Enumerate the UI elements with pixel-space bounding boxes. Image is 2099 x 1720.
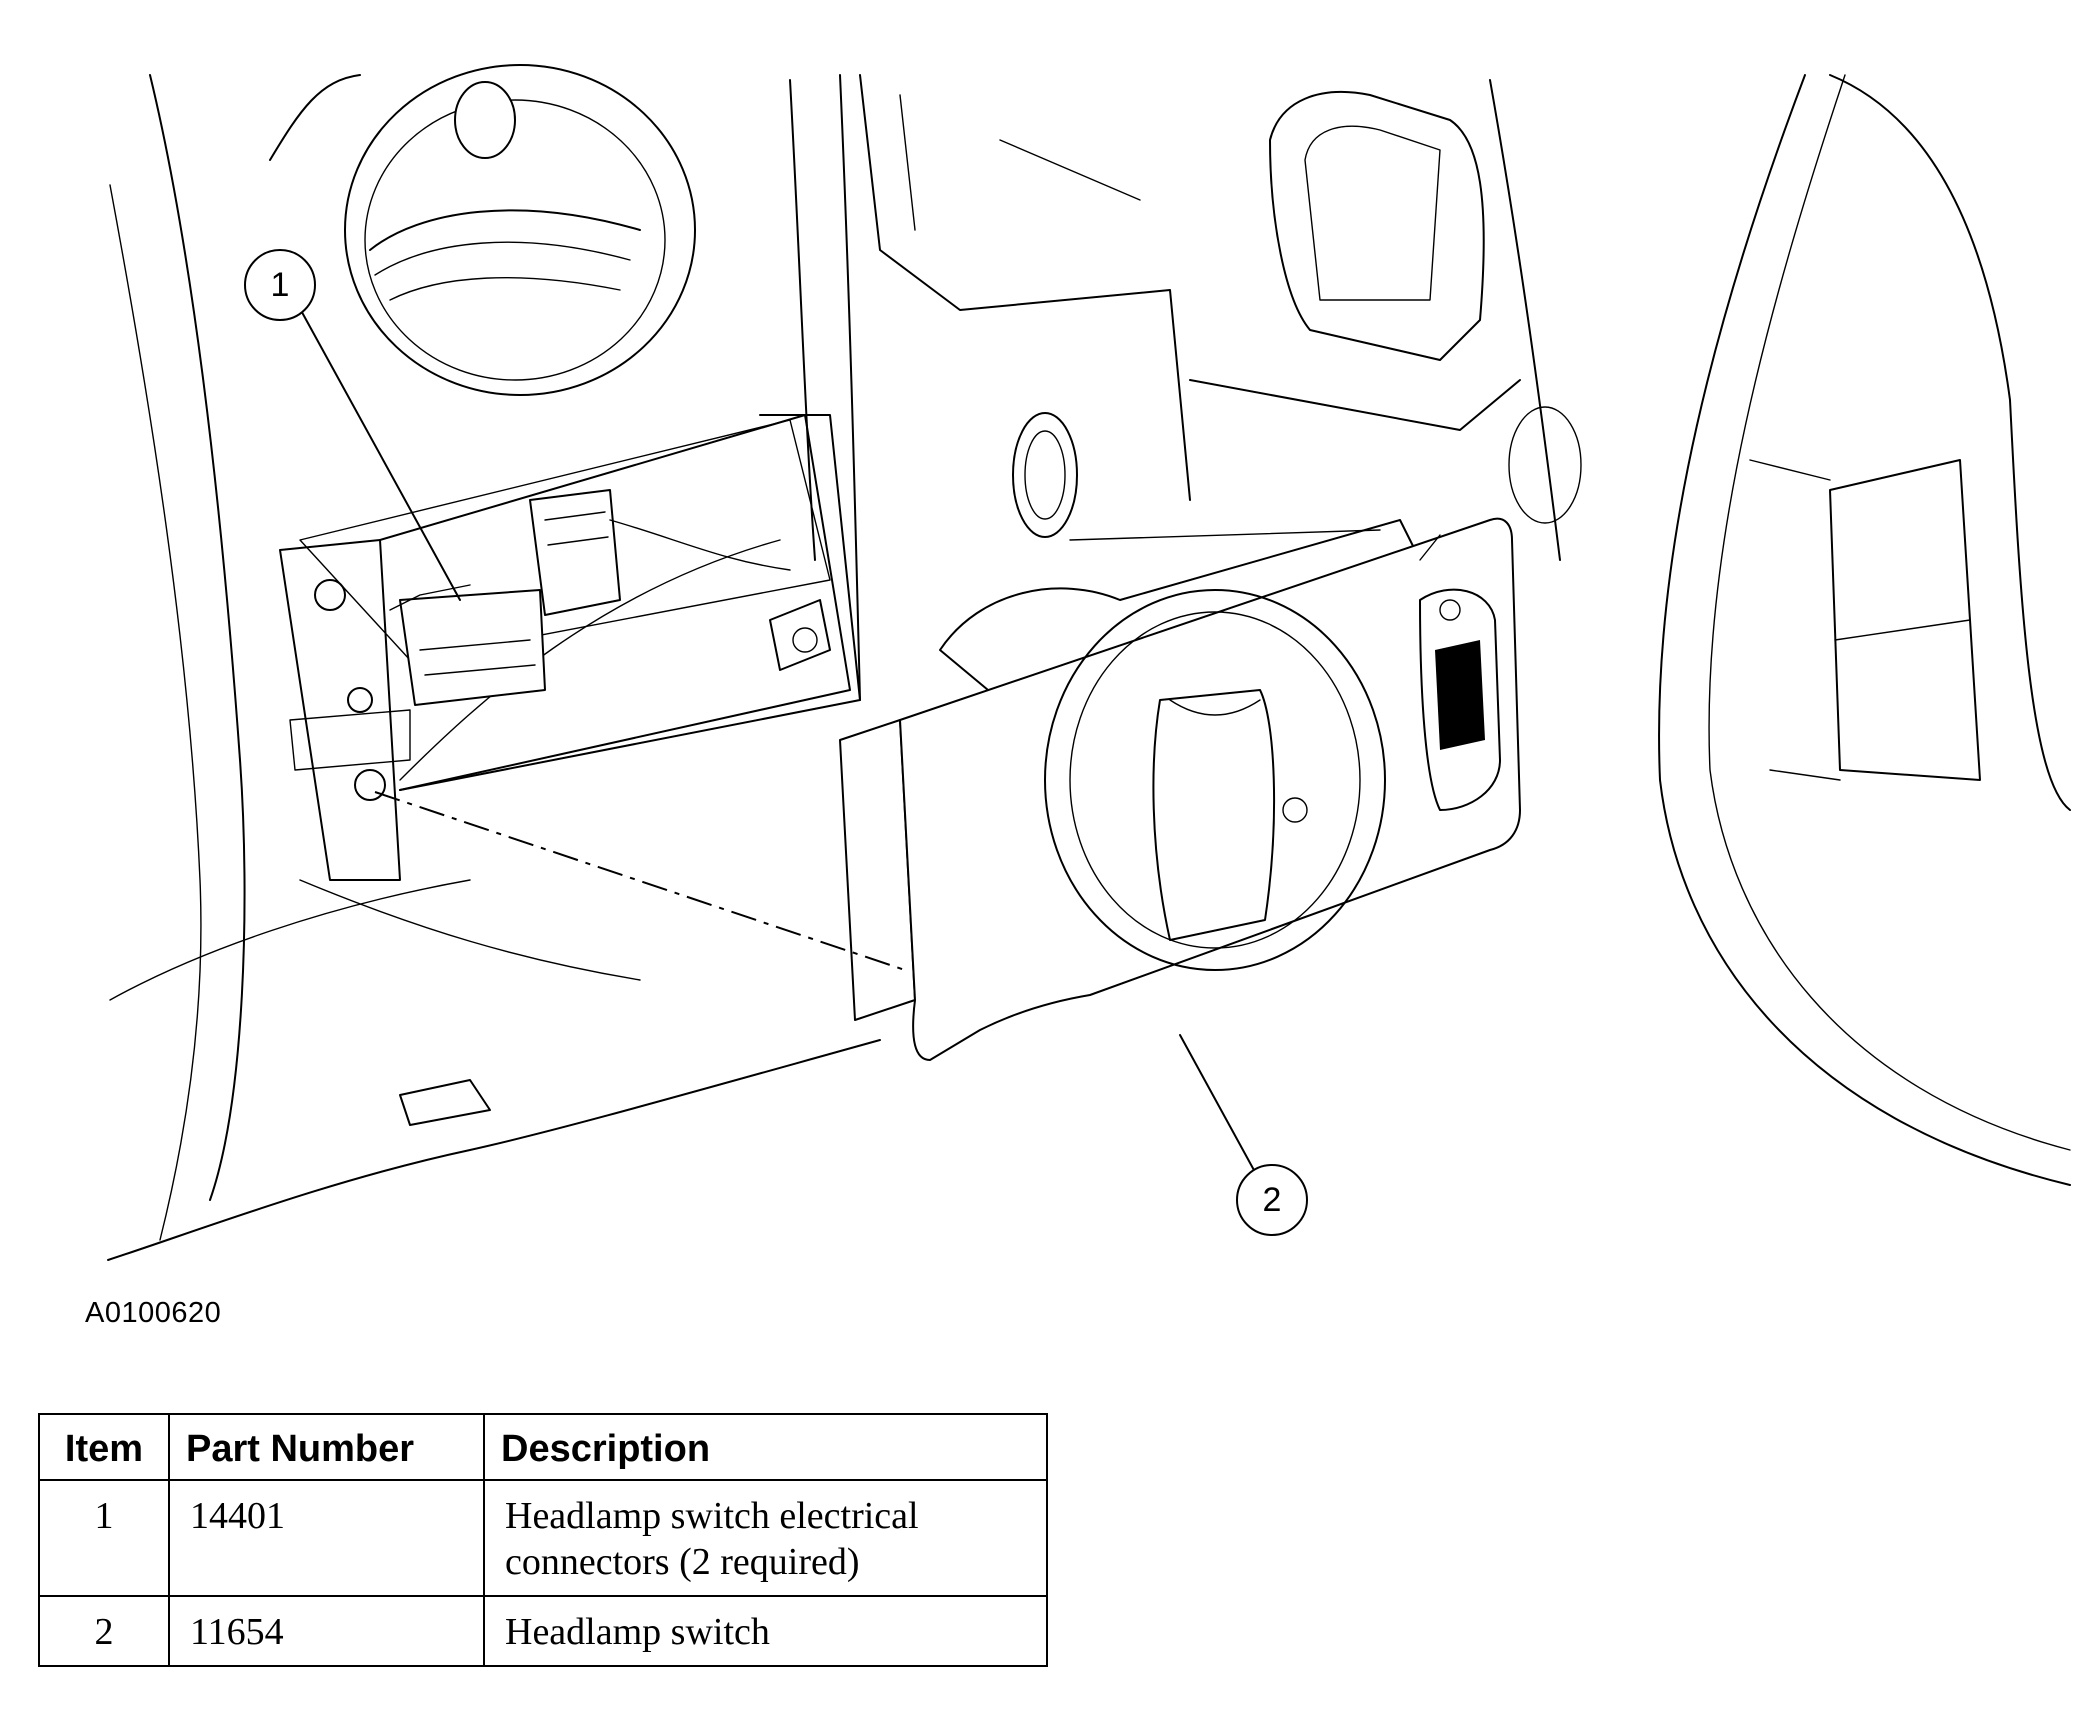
headlamp-switch-assembly (839, 517, 1521, 1061)
table-header-row: Item Part Number Description (38, 1413, 1048, 1481)
leader-line-2 (1179, 1034, 1256, 1173)
table-row: 2 11654 Headlamp switch (38, 1595, 1048, 1667)
electrical-connector-a (389, 584, 546, 706)
electrical-connector-b (529, 489, 791, 616)
callout-2: 2 (1236, 1164, 1308, 1236)
alignment-line (374, 791, 906, 971)
header-item: Item (38, 1413, 170, 1481)
leader-line-1 (297, 304, 461, 601)
row-description: Headlamp switch (483, 1595, 1048, 1667)
row-item: 2 (38, 1595, 170, 1667)
header-description: Description (483, 1413, 1048, 1481)
air-vent-upper (344, 64, 696, 396)
row-part-number: 14401 (168, 1479, 485, 1597)
row-description: Headlamp switch electrical connectors (2… (483, 1479, 1048, 1597)
switch-opening (279, 414, 851, 881)
exploded-view-illustration: 1 2 (107, 64, 2071, 1261)
steering-wheel (1658, 74, 2071, 1186)
figure-id: A0100620 (85, 1297, 222, 1329)
steering-column-area (859, 74, 1521, 538)
callout-2-label: 2 (1263, 1181, 1282, 1219)
table-row: 1 14401 Headlamp switch electrical conne… (38, 1479, 1048, 1597)
callout-1: 1 (244, 249, 316, 321)
air-vent-right (1269, 79, 1582, 561)
dash-panel-left-edges (107, 74, 881, 1261)
row-part-number: 11654 (168, 1595, 485, 1667)
row-item: 1 (38, 1479, 170, 1597)
cluster-bezel (269, 74, 861, 791)
callout-1-label: 1 (271, 266, 290, 304)
parts-table: Item Part Number Description 1 14401 Hea… (38, 1413, 1048, 1667)
header-part-number: Part Number (168, 1413, 485, 1481)
